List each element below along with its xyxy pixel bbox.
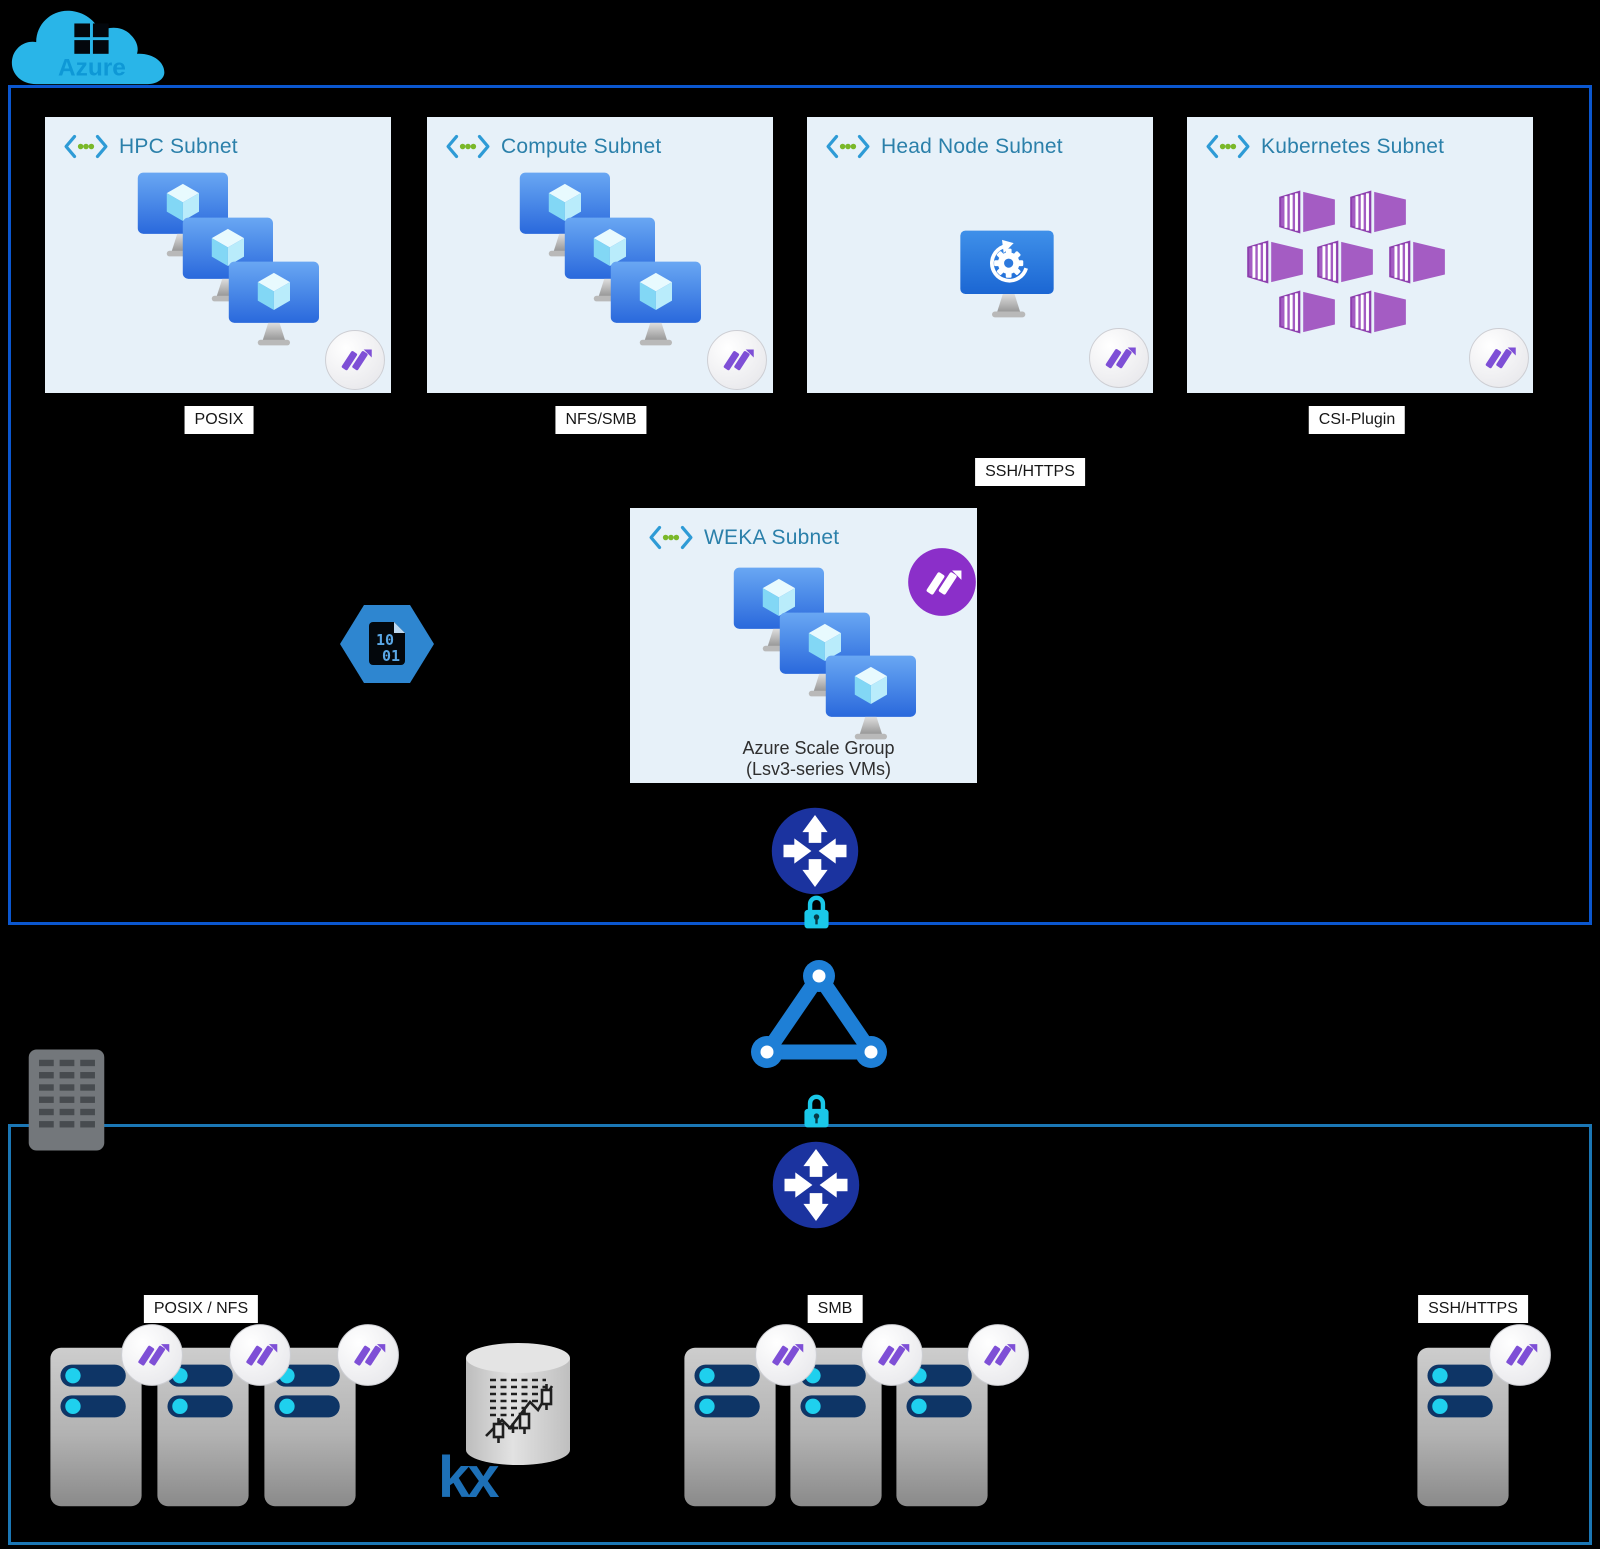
subnet-icon bbox=[63, 133, 109, 160]
subnet-card-head-node: Head Node Subnet bbox=[807, 117, 1153, 393]
subnet-title: HPC Subnet bbox=[119, 134, 238, 158]
azure-cloud-label: Azure bbox=[58, 54, 126, 81]
protocol-label-ssh-https: SSH/HTTPS bbox=[975, 458, 1085, 486]
windows-logo-icon bbox=[74, 23, 109, 54]
subnet-header: Compute Subnet bbox=[445, 133, 661, 160]
weka-client-badge-icon bbox=[860, 1323, 924, 1387]
weka-client-badge-icon bbox=[336, 1323, 400, 1387]
weka-logo-icon bbox=[906, 546, 978, 618]
subnet-title: Compute Subnet bbox=[501, 134, 662, 158]
azure-cloud-icon: Azure bbox=[6, 0, 174, 90]
subnet-header: Kubernetes Subnet bbox=[1205, 133, 1444, 160]
subnet-header: WEKA Subnet bbox=[648, 524, 839, 551]
caption-line2: (Lsv3-series VMs) bbox=[745, 759, 892, 780]
router-icon-azure bbox=[770, 806, 860, 896]
subnet-icon bbox=[648, 524, 694, 551]
onprem-label-smb: SMB bbox=[807, 1295, 863, 1323]
lock-icon-onprem-edge bbox=[802, 1092, 831, 1129]
lock-icon-azure-edge bbox=[802, 893, 831, 930]
subnet-title: WEKA Subnet bbox=[704, 525, 840, 549]
onprem-boundary bbox=[8, 1124, 1592, 1545]
onprem-label-posix-nfs: POSIX / NFS bbox=[143, 1295, 259, 1323]
subnet-icon bbox=[1205, 133, 1251, 160]
weka-client-badge-icon bbox=[1088, 327, 1150, 389]
subnet-title: Kubernetes Subnet bbox=[1261, 134, 1445, 158]
onprem-label-ssh-https: SSH/HTTPS bbox=[1418, 1295, 1528, 1323]
subnet-card-hpc: HPC Subnet bbox=[45, 117, 391, 393]
weka-client-badge-icon bbox=[1468, 327, 1530, 389]
weka-client-badge-icon bbox=[120, 1323, 184, 1387]
subnet-card-weka: WEKA Subnet Azure Scale Group (Lsv3-seri… bbox=[630, 508, 977, 783]
subnet-icon bbox=[445, 133, 491, 160]
subnet-header: Head Node Subnet bbox=[825, 133, 1063, 160]
azure-vnet-boundary bbox=[8, 85, 1592, 925]
weka-client-badge-icon bbox=[324, 329, 386, 391]
caption-line1: Azure Scale Group bbox=[742, 738, 895, 758]
protocol-label-csi-plugin: CSI-Plugin bbox=[1308, 406, 1406, 434]
weka-client-badge-icon bbox=[966, 1323, 1030, 1387]
office-building-icon bbox=[27, 1048, 106, 1152]
head-node-icon bbox=[957, 229, 1057, 319]
weka-client-badge-icon bbox=[754, 1323, 818, 1387]
kx-logo: kx bbox=[438, 1445, 499, 1510]
subnet-icon bbox=[825, 133, 871, 160]
subnet-card-compute: Compute Subnet bbox=[427, 117, 773, 393]
protocol-label-nfs-smb: NFS/SMB bbox=[555, 406, 647, 434]
vnet-peering-triangle-icon bbox=[746, 956, 892, 1072]
protocol-label-posix: POSIX bbox=[184, 406, 254, 434]
subnet-title: Head Node Subnet bbox=[881, 134, 1063, 158]
weka-client-badge-icon bbox=[1488, 1323, 1552, 1387]
router-icon-onprem bbox=[771, 1140, 861, 1230]
subnet-card-kubernetes: Kubernetes Subnet bbox=[1187, 117, 1533, 393]
weka-client-badge-icon bbox=[706, 329, 768, 391]
subnet-header: HPC Subnet bbox=[63, 133, 238, 160]
binary-file-hexagon-icon bbox=[337, 598, 437, 690]
weka-scale-group-caption: Azure Scale Group (Lsv3-series VMs) bbox=[660, 738, 977, 780]
weka-client-badge-icon bbox=[228, 1323, 292, 1387]
